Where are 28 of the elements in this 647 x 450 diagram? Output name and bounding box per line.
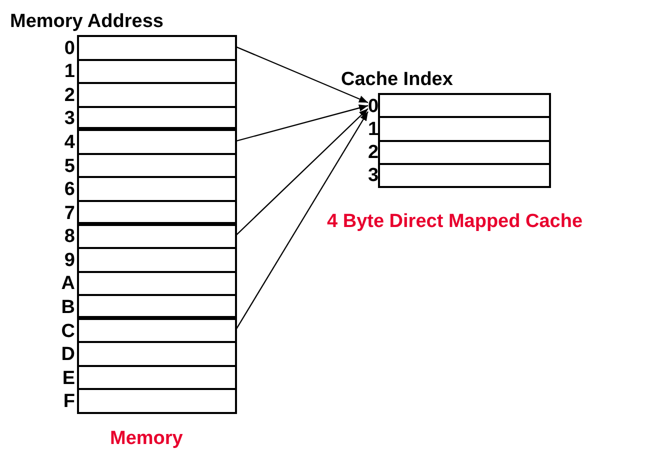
address-number: 8 [64,227,75,246]
address-number: A [61,274,75,294]
address-number: 4 [64,133,75,152]
address-number: F [63,392,75,412]
cache-index-number: 0 [368,96,379,116]
address-number: 6 [64,180,75,200]
diagram-caption: Memory [110,429,183,448]
address-number: 3 [64,109,75,128]
address-number: 2 [64,86,75,105]
address-number: C [61,322,75,341]
diagram-caption: 4 Byte Direct Mapped Cache [327,212,583,231]
axis-title: Memory Address [10,12,164,31]
address-number: 5 [64,156,75,176]
axis-title: Cache Index [341,70,453,89]
cache-index-number: 3 [368,166,379,186]
address-number: E [62,368,75,388]
cache-index-number: 2 [368,143,379,162]
cache-index-number: 1 [368,120,379,139]
address-number: B [61,298,75,317]
arrow [236,108,368,236]
address-number: 7 [64,204,75,223]
address-number: 1 [64,62,75,82]
arrow [236,46,368,104]
address-number: 0 [64,38,75,58]
arrow [236,104,368,142]
address-number: 9 [64,250,75,270]
address-number: D [61,345,75,364]
arrow [235,111,369,330]
